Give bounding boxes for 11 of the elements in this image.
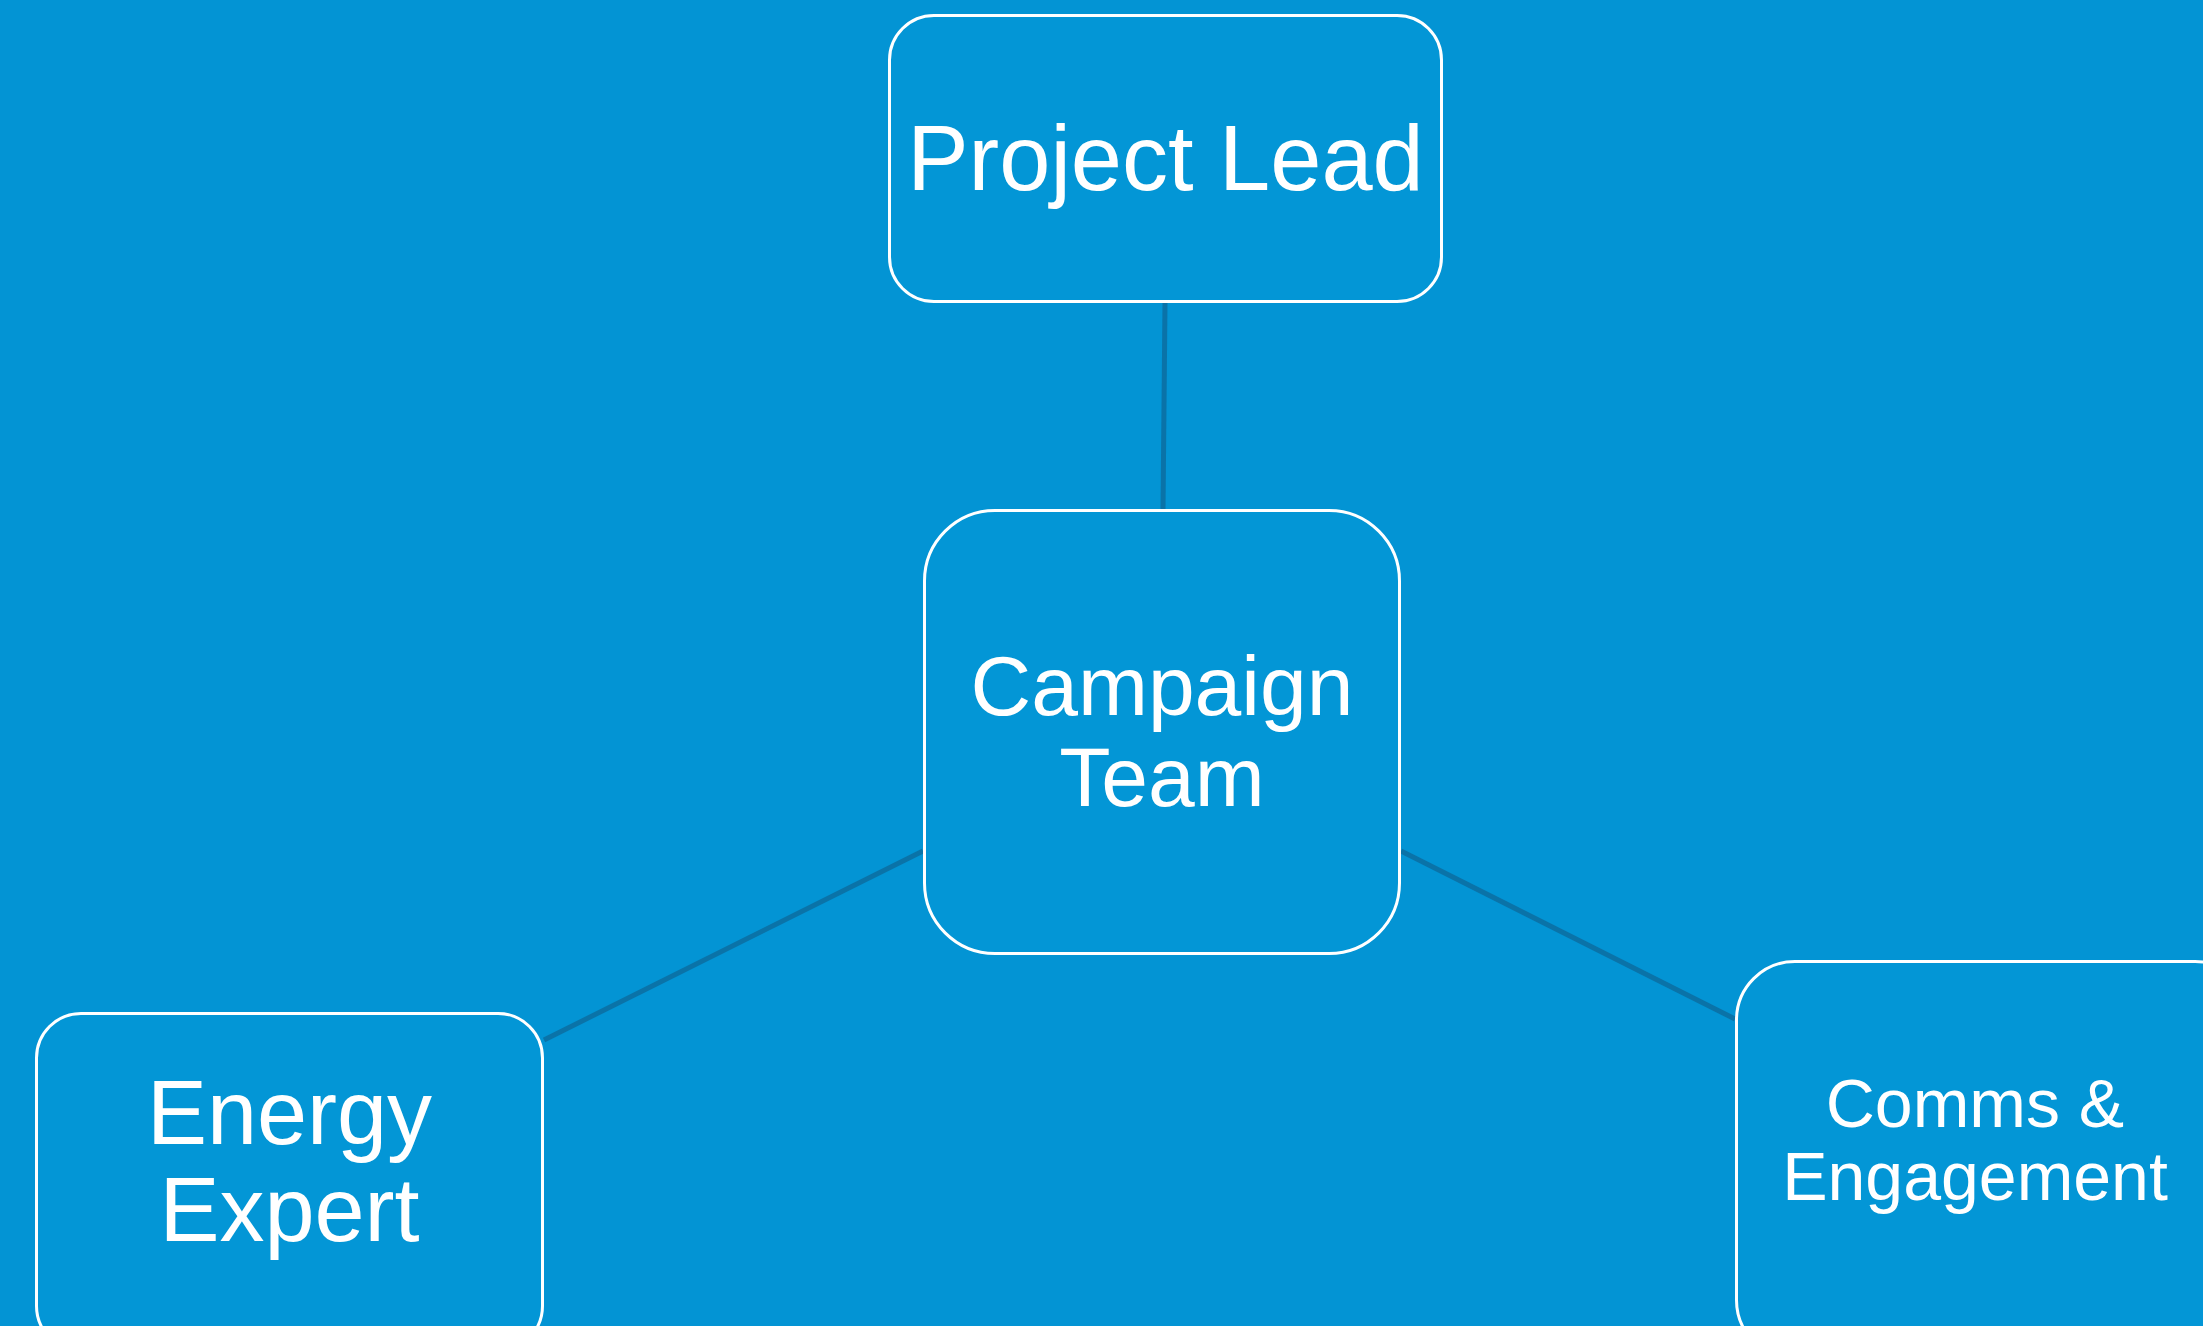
role-label: Comms & Engagement xyxy=(1781,1066,2169,1214)
team-role-box xyxy=(888,14,1443,303)
connector-line xyxy=(542,848,925,1043)
role-label: Energy Expert xyxy=(145,1064,434,1260)
team-role-box xyxy=(923,509,1401,955)
connector-line xyxy=(1399,848,1737,1022)
role-label: Project Lead xyxy=(907,108,1424,209)
role-label: Campaign Team xyxy=(969,641,1355,823)
team-role-box xyxy=(35,1012,544,1326)
connector-line xyxy=(1160,302,1168,510)
team-role-box xyxy=(1735,960,2203,1326)
